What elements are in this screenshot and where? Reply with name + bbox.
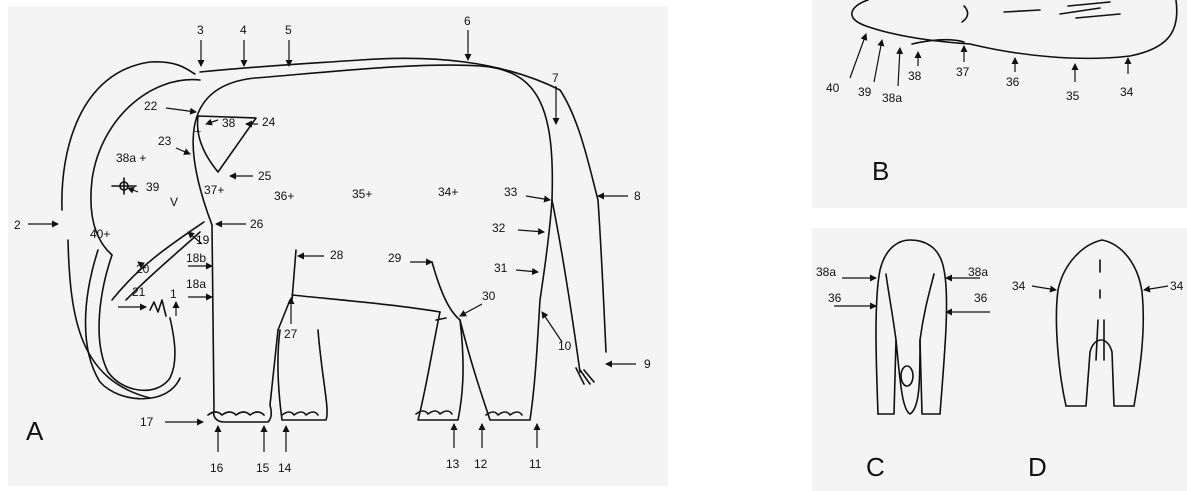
- label-b-38: 38: [908, 69, 922, 83]
- label-20: 20: [136, 262, 150, 276]
- arrows-panel-b: [850, 34, 1128, 86]
- label-16: 16: [210, 461, 224, 475]
- label-29: 29: [388, 251, 402, 265]
- label-14: 14: [278, 461, 292, 475]
- label-4: 4: [240, 23, 247, 37]
- mark-40: 40+: [90, 227, 110, 241]
- label-11: 11: [529, 457, 542, 471]
- label-b-38a: 38a: [882, 91, 902, 105]
- label-b-40: 40: [826, 81, 840, 95]
- label-d-34-right: 34: [1170, 279, 1184, 293]
- svg-text:⊥: ⊥: [193, 124, 202, 135]
- mark-39: 39: [146, 180, 160, 194]
- label-15: 15: [256, 461, 270, 475]
- label-1: 1: [170, 287, 177, 301]
- mark-38a: 38a +: [116, 151, 146, 165]
- mark-38: 38: [222, 116, 236, 130]
- label-3: 3: [197, 23, 204, 37]
- label-b-37: 37: [956, 65, 970, 79]
- mark-36: 36+: [274, 189, 294, 203]
- label-7: 7: [552, 71, 559, 85]
- panel-a-label: A: [26, 416, 44, 446]
- mark-34: 34+: [438, 185, 458, 199]
- label-9: 9: [644, 357, 651, 371]
- label-c-36-right: 36: [974, 291, 988, 305]
- label-33: 33: [504, 185, 518, 199]
- label-18b: 18b: [186, 251, 206, 265]
- label-c-36-left: 36: [828, 291, 842, 305]
- label-30: 30: [482, 289, 496, 303]
- label-21: 21: [132, 285, 146, 299]
- label-5: 5: [285, 23, 292, 37]
- label-8: 8: [634, 189, 641, 203]
- label-23: 23: [158, 134, 172, 148]
- label-24: 24: [262, 115, 276, 129]
- arrows-panel-c: [834, 278, 990, 312]
- label-19: 19: [196, 233, 210, 247]
- label-d-34-left: 34: [1012, 279, 1026, 293]
- label-26: 26: [250, 217, 264, 231]
- label-6: 6: [464, 14, 471, 28]
- point-labels-panel-a: 1 2 3 4 5 6 7 8 9 10 11 12 13 14 15 16 1…: [14, 14, 651, 475]
- label-c-38a-left: 38a: [816, 265, 836, 279]
- point-labels-panel-d: 34 34: [1012, 279, 1184, 293]
- label-b-39: 39: [858, 85, 872, 99]
- elephant-rear-view: [876, 240, 947, 414]
- label-b-35: 35: [1066, 89, 1080, 103]
- label-27: 27: [284, 327, 298, 341]
- label-28: 28: [330, 248, 344, 262]
- elephant-front-view: [1056, 240, 1143, 406]
- label-18a: 18a: [186, 277, 206, 291]
- mark-35: 35+: [352, 187, 372, 201]
- panel-c-label: C: [866, 452, 885, 482]
- label-32: 32: [492, 221, 506, 235]
- label-31: 31: [494, 261, 508, 275]
- label-25: 25: [258, 169, 272, 183]
- panel-b-label: B: [872, 156, 889, 186]
- body-region-marks-panel-a: 34+ 35+ 36+ 37+ 38a + 40+ 38 39 V ⊥: [90, 116, 458, 241]
- label-b-36: 36: [1006, 75, 1020, 89]
- panel-d-label: D: [1028, 452, 1047, 482]
- point-labels-panel-c: 38a 38a 36 36: [816, 265, 988, 305]
- label-10: 10: [558, 339, 572, 353]
- label-2: 2: [14, 218, 21, 232]
- elephant-top-view: [852, 0, 1177, 58]
- label-17: 17: [140, 415, 154, 429]
- label-c-38a-right: 38a: [968, 265, 988, 279]
- label-b-34: 34: [1120, 85, 1134, 99]
- label-12: 12: [474, 457, 488, 471]
- label-22: 22: [144, 99, 158, 113]
- arrows-panel-a: [28, 30, 636, 452]
- label-13: 13: [446, 457, 460, 471]
- mark-v: V: [170, 195, 178, 209]
- point-labels-panel-b: 40 39 38a 38 37 36 35 34: [826, 65, 1134, 105]
- mark-37: 37+: [204, 183, 224, 197]
